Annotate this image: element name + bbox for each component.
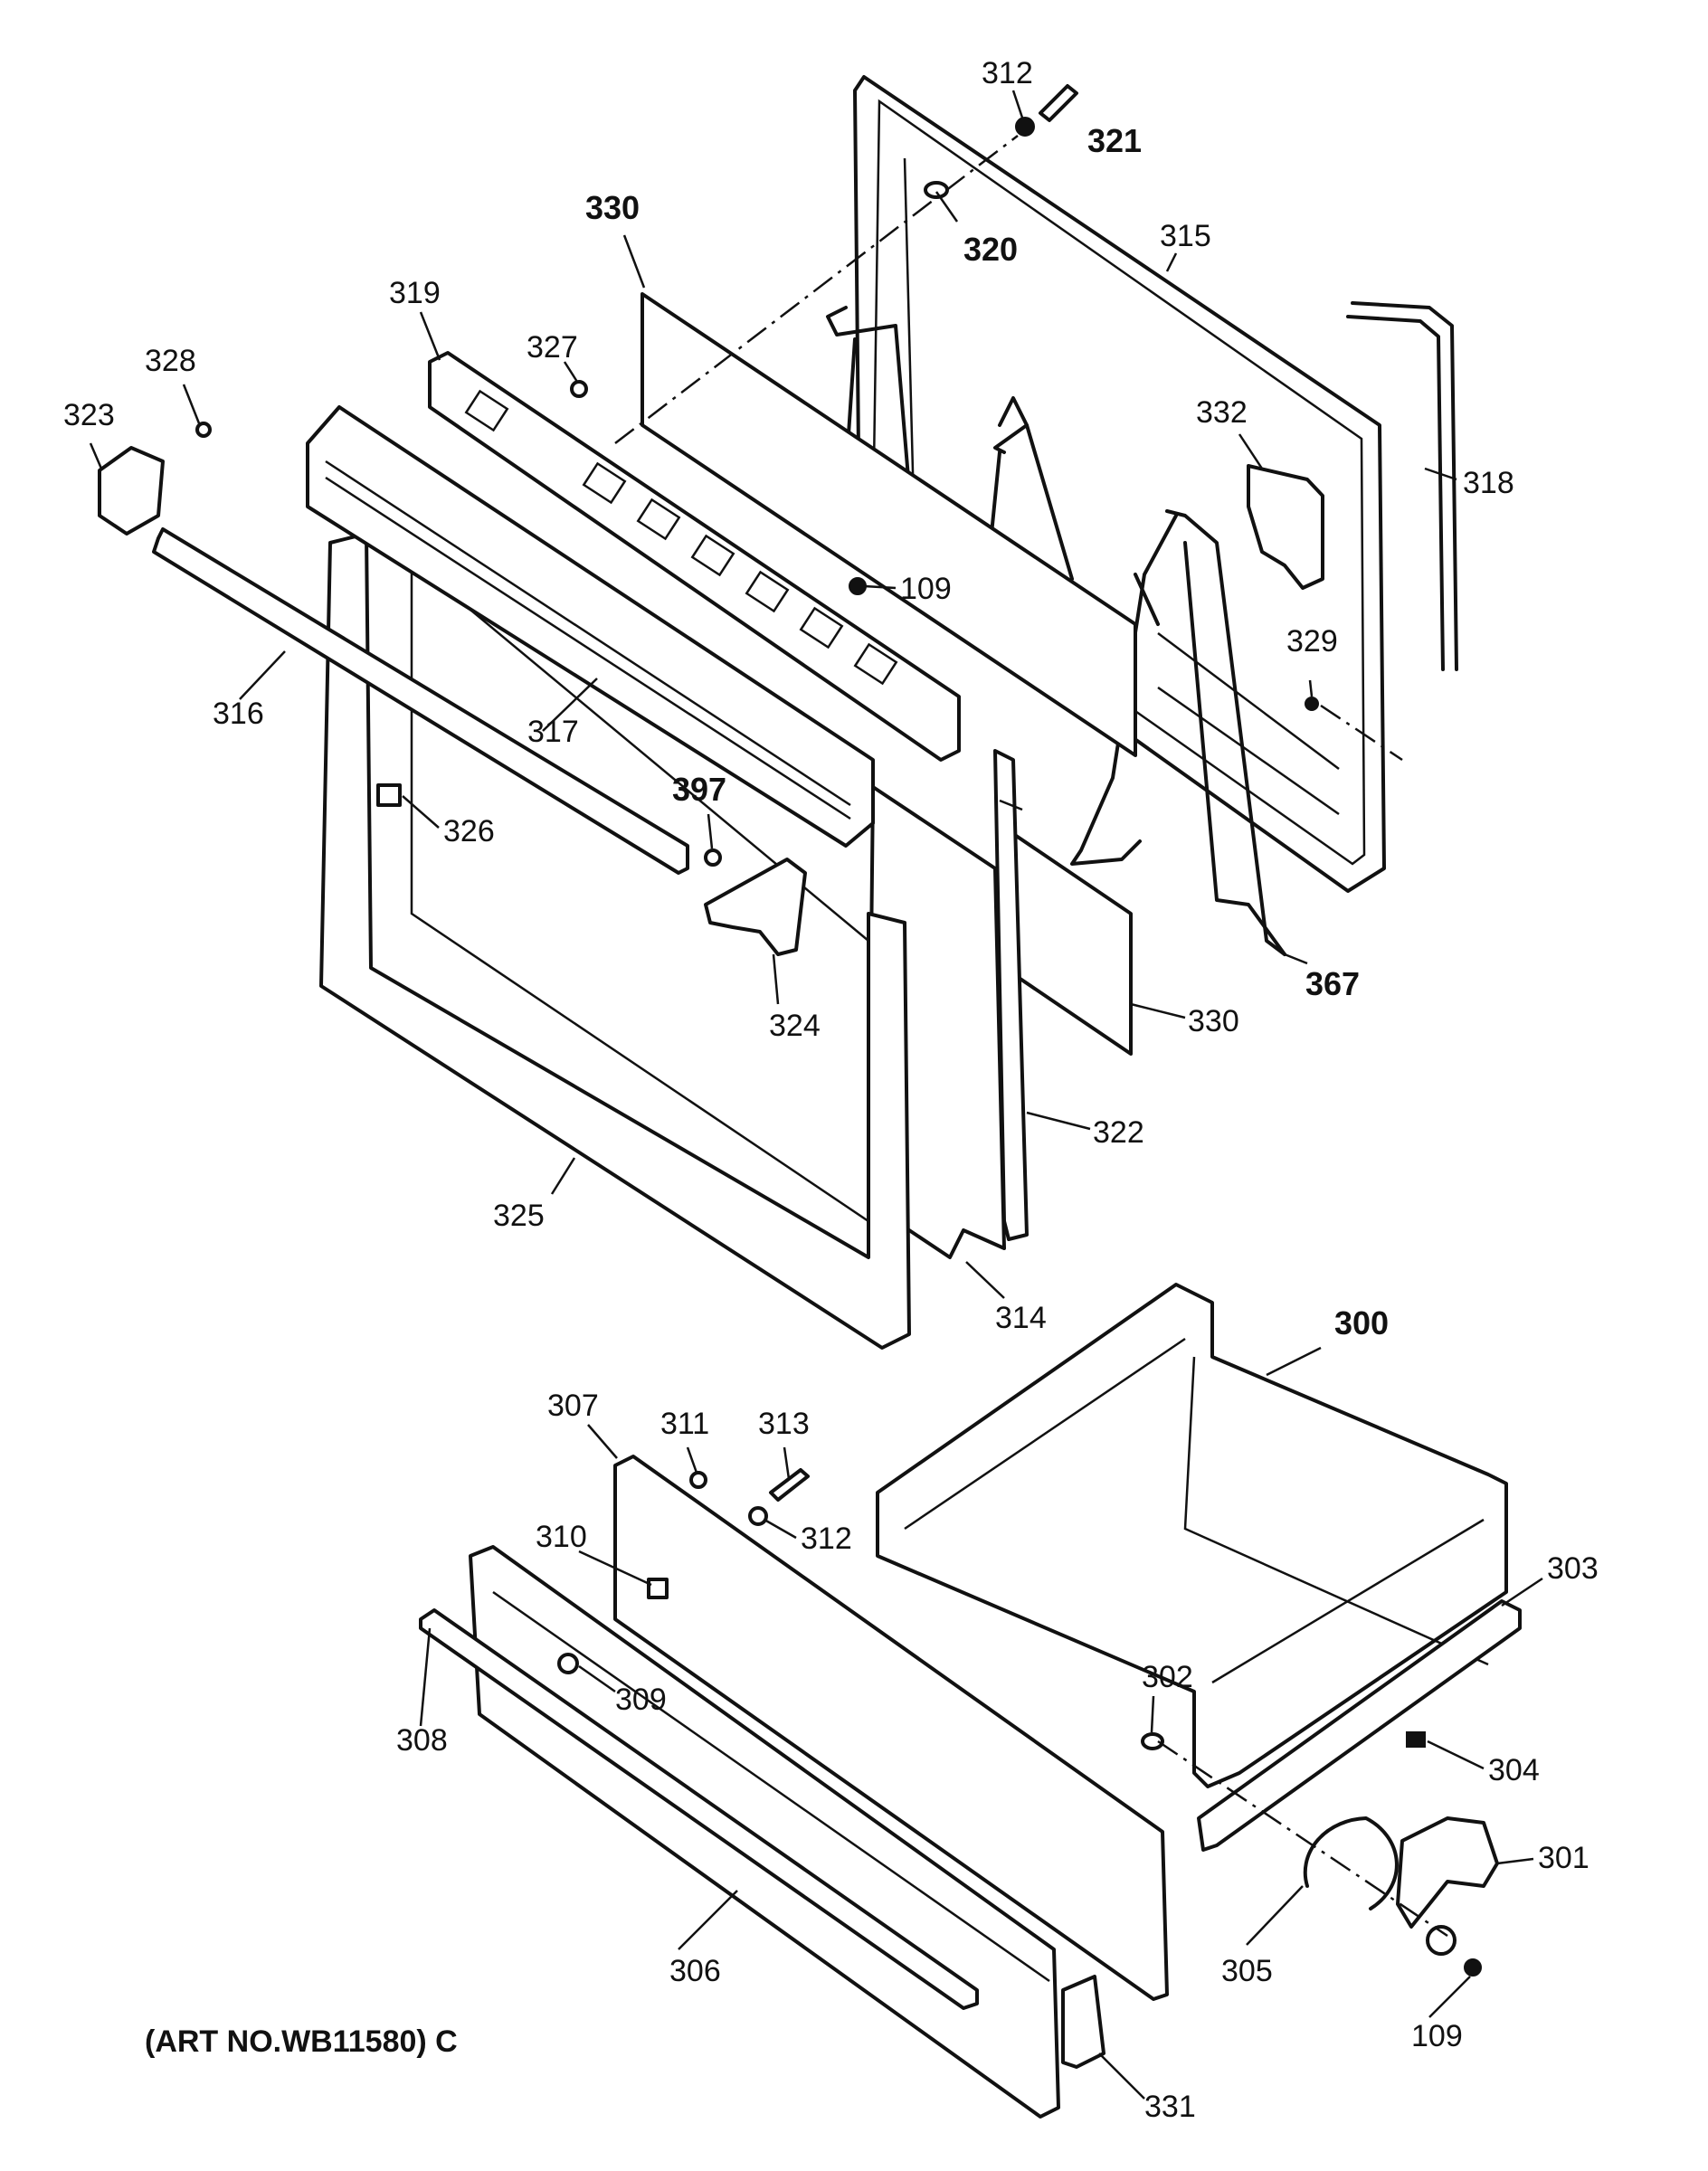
screw-397 [704, 848, 722, 867]
callout-318: 318 [1463, 466, 1514, 500]
callout-326: 326 [443, 814, 495, 848]
callout-322: 322 [1093, 1115, 1144, 1150]
callout-312: 312 [982, 56, 1033, 90]
callout-302: 302 [1142, 1660, 1193, 1694]
callout-327: 327 [527, 330, 578, 365]
clip-326 [376, 783, 402, 807]
vent-panel-319 [428, 351, 961, 762]
washer-312-lower [748, 1506, 768, 1526]
callout-300: 300 [1334, 1304, 1389, 1341]
screw-313 [769, 1468, 810, 1502]
callout-319: 319 [389, 276, 441, 310]
drawer-body-300 [876, 1283, 1508, 1788]
callout-329: 329 [1286, 624, 1338, 659]
callout-331: 331 [1144, 2090, 1196, 2124]
end-cap-323 [98, 446, 165, 536]
bracket-332 [1247, 464, 1324, 590]
callout-309: 309 [615, 1683, 667, 1717]
hinge-320 [924, 181, 949, 199]
callout-330-lower: 330 [1188, 1004, 1239, 1038]
assembly-line-upper [614, 135, 1019, 444]
callout-109-upper: 109 [900, 572, 952, 606]
screw-321 [1039, 84, 1078, 122]
spring-305 [1303, 1816, 1399, 1910]
callout-317: 317 [527, 715, 579, 749]
assembly-line-lower [1157, 1740, 1448, 1938]
callout-325: 325 [493, 1199, 545, 1233]
screw-327 [570, 380, 588, 398]
callout-320: 320 [963, 231, 1018, 268]
callout-304: 304 [1488, 1753, 1540, 1787]
callout-305: 305 [1221, 1954, 1273, 1988]
screw-309 [557, 1653, 579, 1674]
glide-331 [1061, 1975, 1105, 2069]
callout-311: 311 [660, 1407, 709, 1441]
callout-314: 314 [995, 1301, 1047, 1335]
handle-rod-316 [152, 527, 689, 875]
assembly-line-right [1320, 704, 1403, 762]
pulley [1426, 1925, 1457, 1956]
callout-332: 332 [1196, 395, 1248, 430]
roller-302 [1141, 1732, 1164, 1750]
callout-303: 303 [1547, 1551, 1599, 1586]
screw-328 [195, 422, 212, 438]
glass-panel-330-upper [640, 292, 1137, 757]
door-frame-325 [319, 532, 911, 1350]
callout-367: 367 [1305, 965, 1360, 1002]
callout-313: 313 [758, 1407, 810, 1441]
clip-310 [647, 1578, 669, 1599]
bracket-301 [1396, 1816, 1499, 1929]
nut-312-top [1015, 117, 1035, 137]
screw-329 [1305, 697, 1319, 711]
side-trim-318 [1346, 301, 1458, 671]
drawer-front-306 [469, 1545, 1060, 2119]
callout-324: 324 [769, 1009, 821, 1043]
nut-109-lower [1464, 1958, 1482, 1977]
callout-315: 315 [1160, 219, 1211, 253]
slide-rail-303 [1197, 1599, 1522, 1852]
callout-321: 321 [1087, 122, 1142, 159]
callout-323: 323 [63, 398, 115, 432]
bumper-304 [1406, 1731, 1426, 1748]
leader-lines [89, 90, 1543, 2100]
callout-316: 316 [213, 697, 264, 731]
nut-311 [689, 1471, 707, 1489]
callout-310: 310 [536, 1520, 587, 1554]
callout-301: 301 [1538, 1841, 1589, 1875]
drawer-handle-308 [419, 1608, 979, 2010]
art-number-note: (ART NO.WB11580) C [145, 2024, 458, 2059]
callout-328: 328 [145, 344, 196, 378]
door-trim-317 [306, 405, 875, 848]
callout-labels: 312 321 320 330 315 319 327 328 323 332 … [63, 56, 1599, 2124]
callout-397: 397 [672, 771, 726, 808]
callout-306: 306 [669, 1954, 721, 1988]
callout-312-lower: 312 [801, 1522, 852, 1556]
nut-109-upper [849, 577, 867, 595]
callout-307: 307 [547, 1389, 599, 1423]
wire-support-367 [826, 306, 1286, 956]
callout-330-upper: 330 [585, 189, 640, 226]
callout-308: 308 [396, 1723, 448, 1758]
callout-109-lower: 109 [1411, 2019, 1463, 2053]
drawer-front-inner-307 [613, 1455, 1169, 2001]
inner-door-panel-315 [853, 75, 1386, 893]
handle-bracket-324 [704, 858, 807, 956]
